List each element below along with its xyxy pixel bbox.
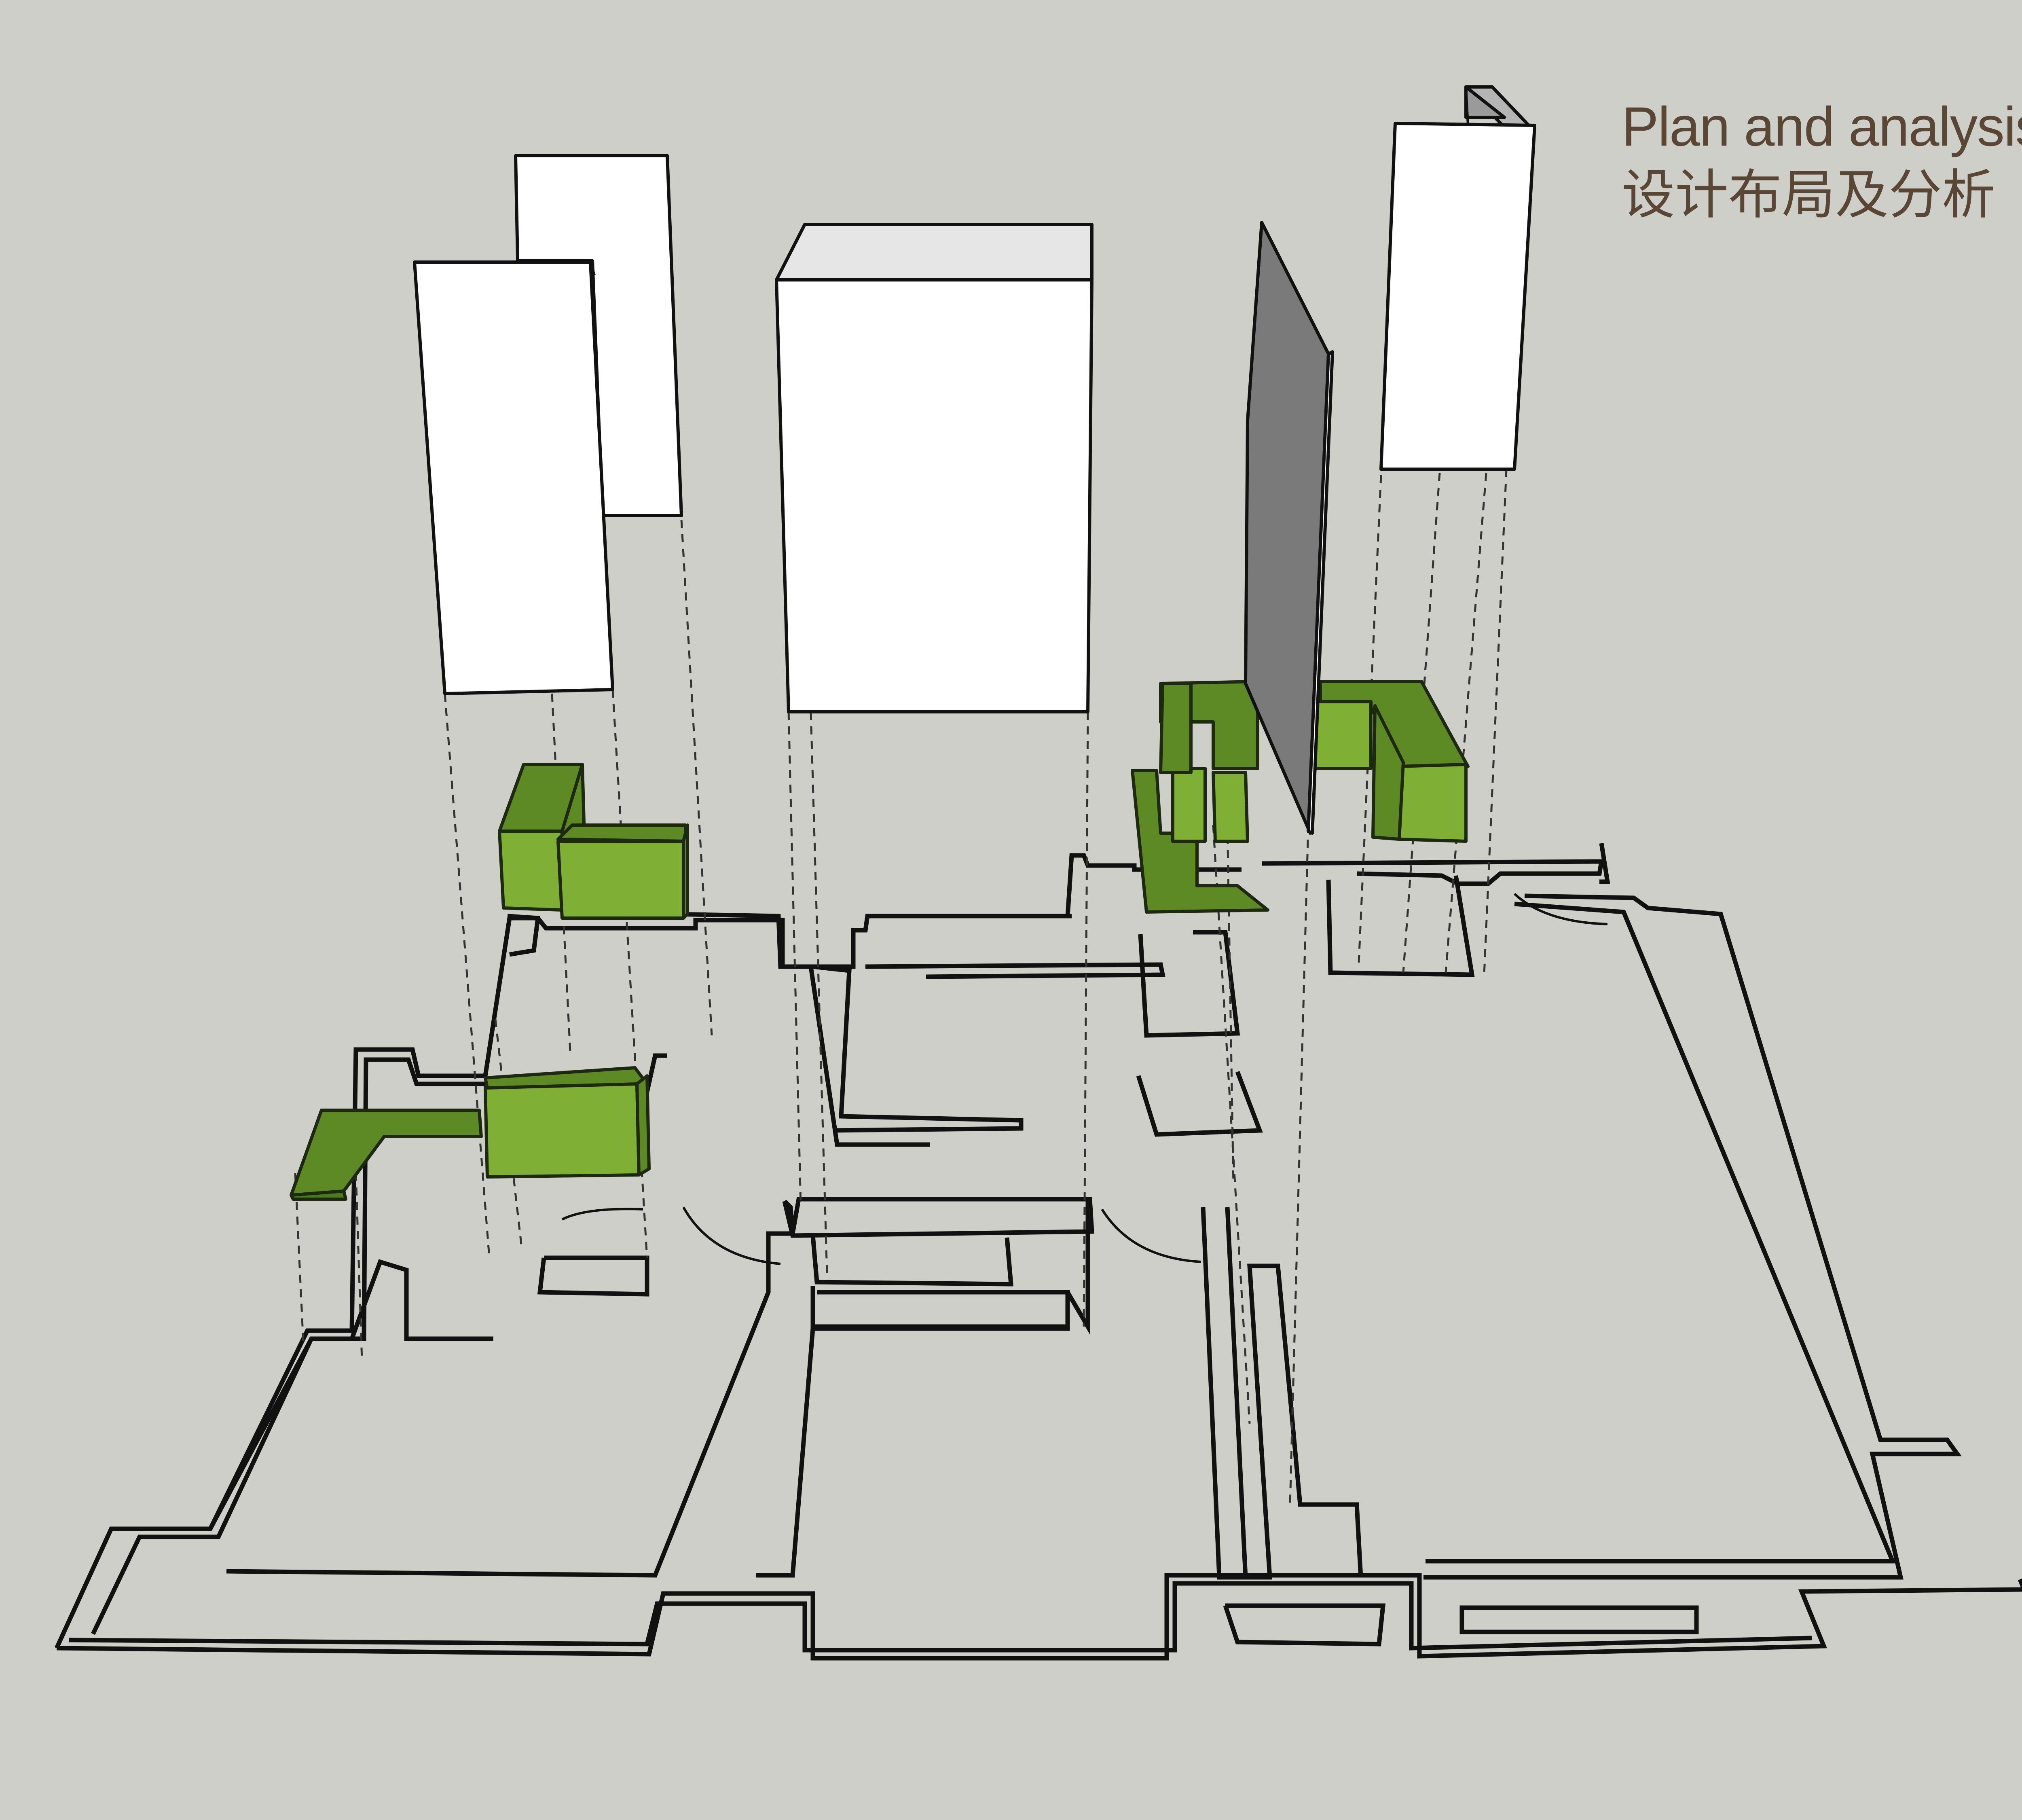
plan-center-room-lower bbox=[810, 1286, 1070, 1329]
plan-stair-block-2 bbox=[1136, 1071, 1263, 1137]
title-block: Plan and analysis 设计布局及分析 bbox=[1622, 99, 2022, 222]
volume-gray-slab bbox=[1244, 221, 1330, 835]
plan-center-wall-a bbox=[756, 1290, 1070, 1578]
plan-center-wall-b bbox=[790, 1197, 1092, 1234]
floor-plan bbox=[54, 843, 2022, 1661]
plan-center-room-inner bbox=[810, 1235, 1014, 1287]
plan-door-arc-3 bbox=[561, 1208, 643, 1221]
plan-right-column-wall-2 bbox=[1246, 1263, 1363, 1580]
volume-gray-slab-edge bbox=[1307, 350, 1334, 835]
plan-door-arc-1 bbox=[682, 1206, 781, 1265]
plan-inner-bottom-wall bbox=[68, 1581, 1812, 1653]
plan-bottom-fixture bbox=[1223, 1603, 1386, 1646]
plan-left-circ bbox=[507, 914, 541, 957]
plan-left-room-wall bbox=[208, 1259, 493, 1530]
green-block-left-lower bbox=[290, 1066, 651, 1201]
title-chinese: 设计布局及分析 bbox=[1622, 164, 1995, 226]
plan-outer-bottom-wall bbox=[56, 1573, 2022, 1661]
plan-top-corridor bbox=[671, 912, 1072, 969]
plan-right-room-inner bbox=[1426, 902, 1896, 1564]
tall-volumes bbox=[413, 85, 1536, 835]
green-block-right-center bbox=[1131, 680, 1269, 914]
projection-lines bbox=[294, 469, 1508, 1505]
green-volumes bbox=[290, 680, 1470, 1201]
plan-door-arc-4 bbox=[1513, 893, 1608, 925]
plan-top-corridor-2 bbox=[812, 964, 1024, 1133]
plan-right-room-outer bbox=[1423, 893, 1962, 1580]
title-english: Plan and analysis bbox=[1622, 96, 2022, 158]
plan-right-top-wall-2 bbox=[1326, 875, 1475, 977]
plan-bottom-stair bbox=[1459, 1605, 1699, 1634]
green-block-left-upper bbox=[498, 763, 689, 920]
plan-right-top-wall bbox=[1261, 859, 1604, 886]
plan-center-right-wall bbox=[1066, 1199, 1090, 1335]
plan-right-column-wall bbox=[1201, 1207, 1248, 1580]
plan-left-inner-wall bbox=[91, 1057, 489, 1635]
plan-left-bath bbox=[537, 1255, 649, 1297]
volume-center-top bbox=[775, 223, 1093, 281]
volume-front-left bbox=[413, 260, 614, 695]
green-block-right bbox=[1313, 680, 1470, 843]
plan-stair-block bbox=[1138, 930, 1240, 1038]
volume-right-front bbox=[1379, 122, 1536, 471]
plan-right-corner bbox=[1599, 843, 1610, 884]
plan-corridor-mid bbox=[865, 962, 1165, 979]
volume-center-front bbox=[775, 278, 1093, 713]
plan-door-arc-2 bbox=[1101, 1208, 1201, 1263]
plan-left-room-floor bbox=[226, 1231, 793, 1578]
plan-center-room bbox=[782, 1197, 1094, 1238]
